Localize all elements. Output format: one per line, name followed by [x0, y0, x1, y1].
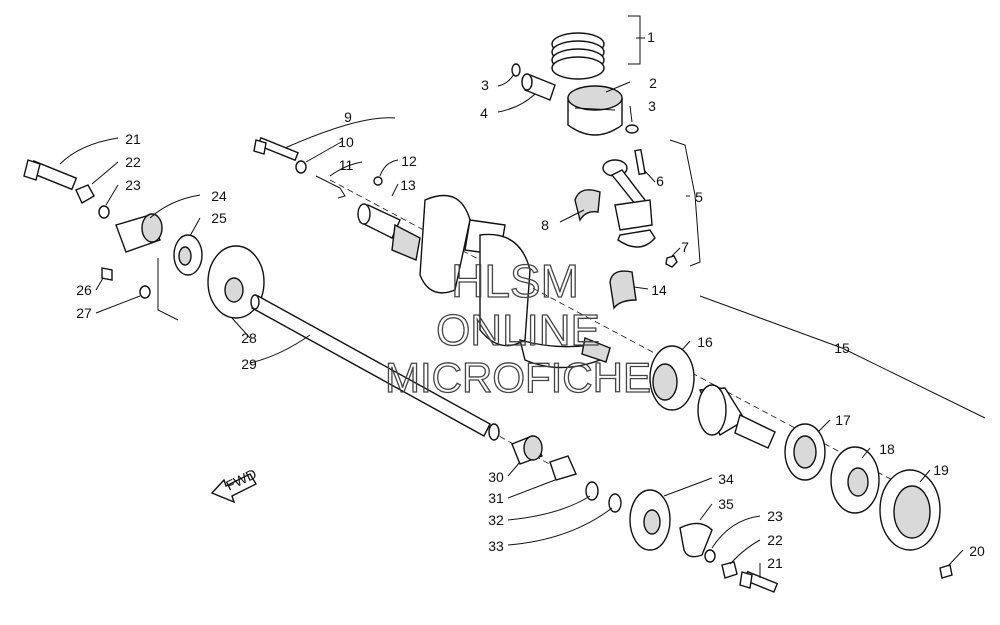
callout-25: 25 [211, 210, 227, 226]
gear-bearing [173, 234, 203, 276]
callout-20: 20 [969, 543, 985, 559]
lock-tab [75, 184, 95, 204]
callout-24: 24 [211, 188, 227, 204]
crank-key [373, 176, 383, 186]
connecting-rod [602, 159, 656, 248]
callout-9: 9 [344, 109, 352, 125]
callout-35: 35 [718, 496, 734, 512]
end-bearing [830, 446, 880, 514]
callout-34: 34 [718, 471, 734, 487]
rod-bolt [634, 148, 646, 176]
small-screw [101, 267, 113, 281]
housing-screw [939, 564, 953, 579]
bevel-gear [629, 489, 671, 551]
crank-bearing [649, 345, 695, 411]
spacer-sleeve [511, 435, 543, 465]
callout-23: 23 [125, 177, 141, 193]
callout-17: 17 [835, 412, 851, 428]
wrist-pin [521, 73, 556, 101]
callout-30: 30 [488, 469, 504, 485]
callout-21: 21 [125, 131, 141, 147]
callout-15: 15 [834, 340, 850, 356]
needle-bearing [549, 455, 577, 481]
callout-23: 23 [767, 508, 783, 524]
thrust-washer [608, 493, 622, 513]
lower-washer [704, 549, 716, 563]
callout-5: 5 [695, 189, 703, 205]
snap-ring [585, 481, 599, 501]
bearing-housing [879, 469, 941, 551]
callout-3: 3 [648, 98, 656, 114]
bolt-washer [295, 160, 307, 174]
leader-lines [59, 15, 986, 578]
callout-27: 27 [76, 305, 92, 321]
wrist-pin-clip [511, 63, 521, 77]
callout-8: 8 [541, 217, 549, 233]
bushing [115, 213, 163, 253]
main-bearing [609, 270, 637, 310]
oil-seal [784, 423, 826, 481]
rod-nut [665, 255, 678, 268]
rotor-bolt [253, 136, 299, 162]
gear-washer [98, 205, 110, 219]
callout-26: 26 [76, 282, 92, 298]
fwd-arrow: FWD [210, 465, 259, 504]
callout-7: 7 [681, 239, 689, 255]
callout-10: 10 [338, 134, 354, 150]
output-shaft [250, 294, 500, 441]
wrist-pin-clip [625, 124, 639, 134]
callout-4: 4 [480, 105, 488, 121]
callout-28: 28 [241, 330, 257, 346]
callout-22: 22 [767, 532, 783, 548]
gear-cover [679, 522, 713, 558]
gear-bolt [23, 159, 78, 191]
rod-bearing [574, 189, 601, 222]
crankshaft [357, 194, 611, 369]
callout-19: 19 [933, 462, 949, 478]
callout-12: 12 [401, 153, 417, 169]
watermark-line-1: HLSM [451, 255, 579, 307]
small-washer [139, 285, 151, 299]
callout-3: 3 [481, 77, 489, 93]
callout-1: 1 [647, 29, 655, 45]
lower-bolt [739, 570, 779, 593]
callout-22: 22 [125, 154, 141, 170]
callout-6: 6 [656, 173, 664, 189]
balance-shaft [697, 384, 776, 449]
callout-11: 11 [339, 157, 354, 173]
callout-31: 31 [488, 490, 504, 506]
callout-16: 16 [697, 334, 713, 350]
watermark: HLSM ONLINE MICROFICHE [384, 254, 651, 401]
lower-lock-tab [721, 561, 738, 579]
watermark-line-3: MICROFICHE [385, 354, 651, 401]
piston-rings [551, 32, 605, 80]
spring-clip [315, 175, 346, 199]
callout-2: 2 [649, 75, 657, 91]
watermark-line-2: ONLINE [436, 306, 600, 355]
drive-gear [207, 245, 265, 319]
callout-14: 14 [651, 282, 667, 298]
callout-13: 13 [400, 177, 416, 193]
callout-33: 33 [488, 538, 504, 554]
callout-18: 18 [879, 441, 895, 457]
callout-21: 21 [767, 555, 783, 571]
callout-29: 29 [241, 356, 257, 372]
piston [567, 85, 623, 136]
callout-32: 32 [488, 512, 504, 528]
